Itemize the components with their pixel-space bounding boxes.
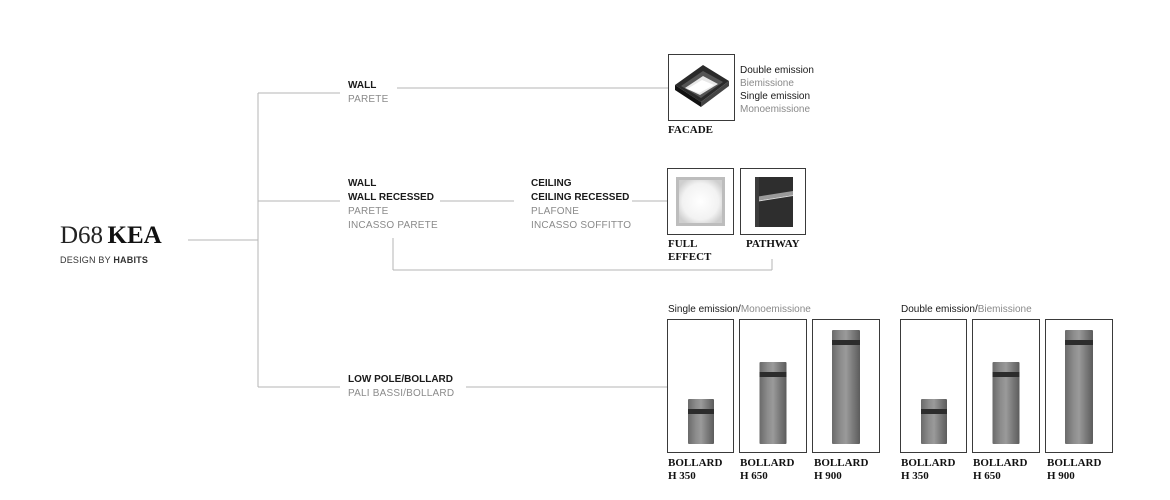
branch-wall-recessed-en2: WALL RECESSED: [348, 192, 434, 203]
bollard-height: H 350: [901, 470, 929, 482]
bollard-label: BOLLARD: [668, 457, 723, 469]
bollard-double-h650-caption: BOLLARD H 650: [973, 457, 1027, 483]
pathway-image: [740, 168, 806, 235]
branch-wall: WALL PARETE: [348, 79, 388, 107]
bollard-single-h350-image: [667, 319, 734, 453]
full-effect-image: [667, 168, 734, 235]
branch-wall-recessed-it2: INCASSO PARETE: [348, 220, 438, 231]
bollard-double-h650-shape: [992, 362, 1020, 444]
bollard-double-h350-shape: [920, 399, 947, 444]
facade-emission-double-it: Biemissione: [740, 78, 794, 89]
bollard-height: H 900: [814, 470, 842, 482]
facade-emission-double-en: Double emission: [740, 65, 814, 76]
single-emission-en: Single emission: [668, 304, 739, 315]
bollard-double-h350-image: [900, 319, 967, 453]
branch-low-pole-it: PALI BASSI/BOLLARD: [348, 388, 455, 399]
branch-wall-it: PARETE: [348, 94, 389, 105]
brand-code: D68: [60, 222, 104, 249]
pathway-lamp-icon: [755, 177, 793, 227]
facade-emission-single-en: Single emission: [740, 91, 811, 102]
full-effect-caption: FULL EFFECT: [668, 238, 711, 264]
bollard-label: BOLLARD: [901, 457, 956, 469]
designer-name: HABITS: [113, 255, 149, 265]
bollard-height: H 900: [1047, 470, 1075, 482]
full-effect-caption-line1: FULL: [668, 238, 698, 250]
brand-name: KEA: [107, 222, 162, 249]
bollard-single-h350-caption: BOLLARD H 350: [668, 457, 722, 483]
bollard-height: H 650: [973, 470, 1001, 482]
bollard-double-h900-image: [1045, 319, 1113, 453]
bollard-label: BOLLARD: [814, 457, 869, 469]
single-emission-sep: /: [738, 304, 741, 315]
bollard-double-h900-caption: BOLLARD H 900: [1047, 457, 1101, 483]
single-emission-header: Single emission/Monoemissione: [668, 304, 811, 315]
bollard-double-h650-image: [972, 319, 1040, 453]
bollard-label: BOLLARD: [973, 457, 1028, 469]
bollard-single-h900-caption: BOLLARD H 900: [814, 457, 868, 483]
branch-low-pole-en: LOW POLE/BOLLARD: [348, 374, 453, 385]
double-emission-header: Double emission/Biemissione: [901, 304, 1032, 315]
bollard-single-h650-caption: BOLLARD H 650: [740, 457, 794, 483]
facade-caption: FACADE: [668, 124, 714, 136]
bollard-label: BOLLARD: [1047, 457, 1102, 469]
pathway-caption: PATHWAY: [746, 238, 800, 250]
bollard-single-h900-image: [812, 319, 880, 453]
brand-title: D68 KEA: [60, 222, 162, 250]
facade-emissions: Double emission Biemissione Single emiss…: [740, 64, 814, 116]
double-emission-en: Double emission: [901, 304, 975, 315]
facade-emission-single-it: Monoemissione: [740, 104, 811, 115]
bollard-single-h900-shape: [832, 330, 860, 444]
bollard-single-h350-shape: [687, 399, 714, 444]
branch-wall-recessed-it1: PARETE: [348, 206, 389, 217]
double-emission-sep: /: [974, 304, 978, 315]
bollard-single-h650-image: [739, 319, 807, 453]
branch-low-pole: LOW POLE/BOLLARD PALI BASSI/BOLLARD: [348, 373, 454, 401]
branch-ceiling-en1: CEILING: [531, 178, 572, 189]
full-effect-lamp-icon: [676, 177, 725, 226]
facade-image: [668, 54, 735, 121]
full-effect-caption-line2: EFFECT: [668, 251, 712, 263]
bollard-single-h650-shape: [759, 362, 787, 444]
bollard-height: H 650: [740, 470, 768, 482]
single-emission-it: Monoemissione: [740, 304, 811, 315]
design-prefix: DESIGN BY: [60, 255, 111, 265]
branch-wall-recessed-en1: WALL: [348, 178, 377, 189]
double-emission-it: Biemissione: [977, 304, 1032, 315]
bollard-double-h900-shape: [1065, 330, 1093, 444]
bollard-label: BOLLARD: [740, 457, 795, 469]
bollard-height: H 350: [668, 470, 696, 482]
design-credit: DESIGN BY HABITS: [60, 255, 148, 265]
branch-ceiling-it2: INCASSO SOFFITTO: [531, 220, 632, 231]
branch-ceiling-it1: PLAFONE: [531, 206, 580, 217]
branch-ceiling-en2: CEILING RECESSED: [531, 192, 630, 203]
facade-lamp-icon: [675, 65, 729, 107]
branch-wall-en: WALL: [348, 80, 377, 91]
bollard-double-h350-caption: BOLLARD H 350: [901, 457, 955, 483]
branch-wall-recessed: WALL WALL RECESSED PARETE INCASSO PARETE: [348, 177, 438, 233]
branch-ceiling: CEILING CEILING RECESSED PLAFONE INCASSO…: [531, 177, 631, 233]
